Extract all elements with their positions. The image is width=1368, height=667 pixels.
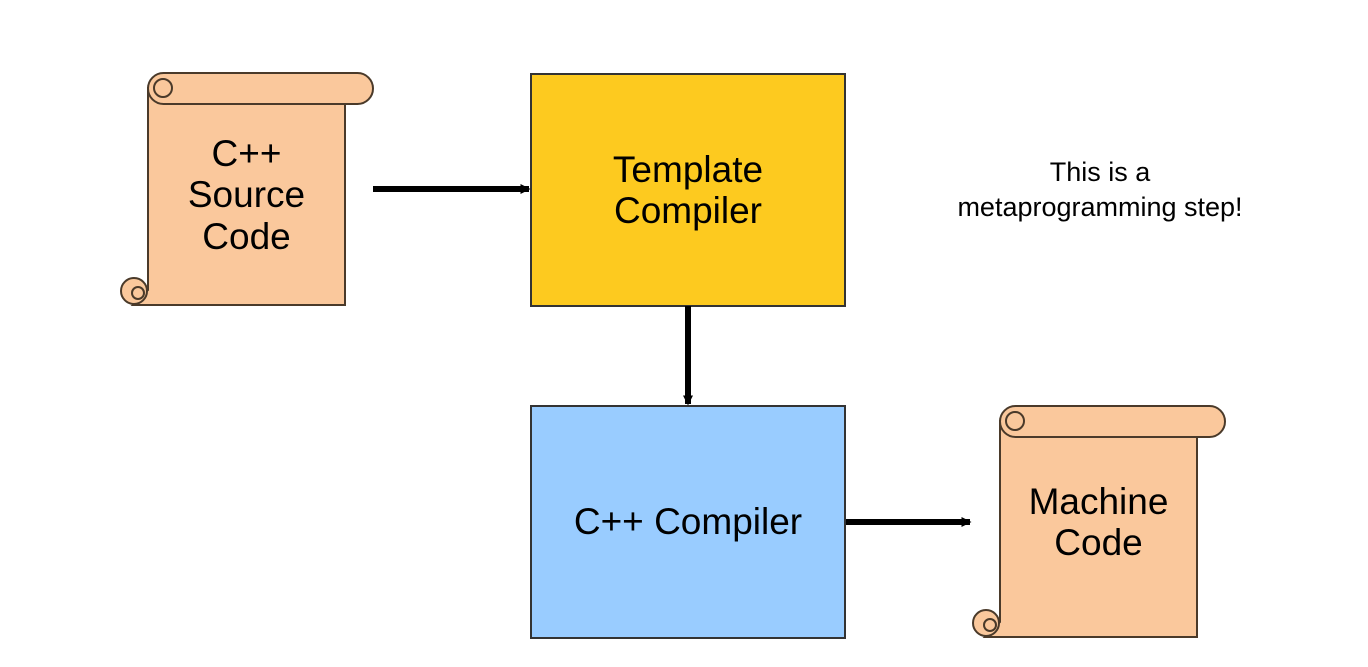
source-code-line-1: C++	[211, 132, 282, 174]
machine-code-line-2: Code	[1054, 522, 1143, 563]
source-code-label: C++ Source Code	[148, 110, 345, 280]
machine-code-line-1: Machine	[1028, 480, 1169, 522]
source-code-line-2: Source	[187, 174, 306, 216]
annotation-line-2: metaprogramming step!	[957, 192, 1243, 222]
template-compiler-label: Template Compiler	[531, 74, 845, 306]
cpp-compiler-box	[530, 405, 846, 639]
source-code-line-3: Code	[202, 215, 291, 257]
annotation-line-1: This is a	[1049, 156, 1151, 187]
cpp-compiler-line-1: C++ Compiler	[573, 501, 803, 543]
cpp-compiler-label: C++ Compiler	[531, 406, 845, 638]
template-compiler-line-1: Template	[612, 148, 764, 190]
machine-code-scroll	[972, 405, 1226, 638]
machine-code-label: Machine Code	[1000, 440, 1197, 604]
metaprogramming-annotation: This is a metaprogramming step!	[900, 140, 1300, 240]
template-compiler-box	[530, 73, 846, 307]
source-code-scroll	[120, 72, 374, 306]
template-compiler-line-2: Compiler	[613, 190, 763, 231]
